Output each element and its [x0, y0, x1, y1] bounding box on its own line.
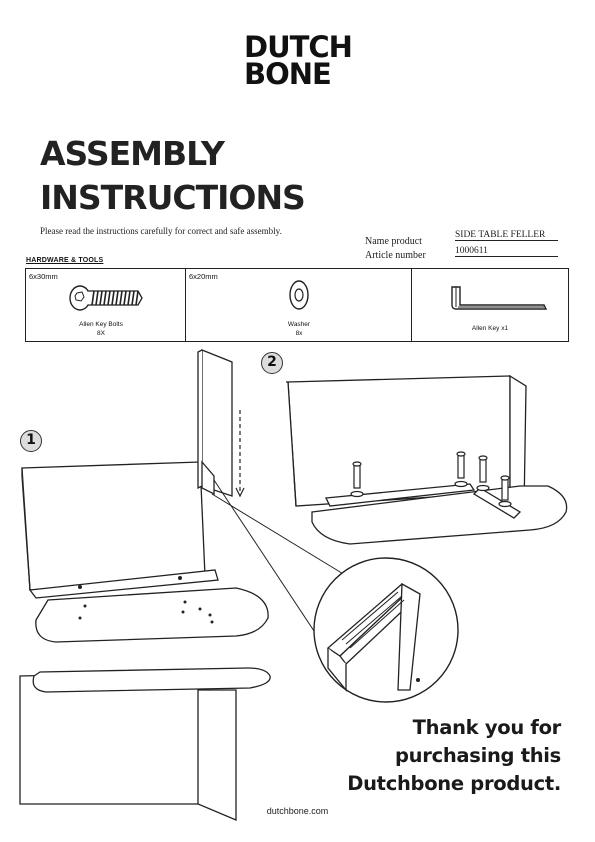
title-line1: ASSEMBLY	[40, 134, 225, 173]
bolt-name: Allen Key Bolts	[79, 321, 123, 328]
hardware-cell-washer: 6x20mm Washer 8x	[186, 269, 412, 341]
hardware-table: 6x30mm Allen Key Bolts 8X 6x20mm Washer …	[25, 268, 569, 342]
washer-size: 6x20mm	[189, 272, 218, 281]
allen-key-icon	[451, 286, 548, 310]
product-name-value: SIDE TABLE FELLER	[455, 230, 558, 241]
thank-you-message: Thank you for purchasing this Dutchbone …	[347, 714, 561, 798]
brand-logo: DUTCH BONE	[244, 30, 354, 91]
hardware-heading: HARDWARE & TOOLS	[26, 257, 104, 264]
hardware-cell-key: Allen Key x1	[412, 269, 568, 341]
washer-caption: Washer 8x	[186, 320, 412, 338]
intro-note: Please read the instructions carefully f…	[40, 226, 282, 236]
bolt-caption: Allen Key Bolts 8X	[26, 320, 176, 338]
allen-key-name: Allen Key x1	[471, 325, 509, 332]
bolt-qty: 8X	[97, 330, 105, 337]
bolt-icon	[69, 285, 143, 311]
washer-icon	[289, 280, 309, 310]
washer-qty: 8x	[295, 330, 303, 337]
article-number-label: Article number	[365, 250, 426, 261]
hardware-cell-bolts: 6x30mm Allen Key Bolts 8X	[26, 269, 186, 341]
website-link[interactable]: dutchbone.com	[266, 806, 329, 816]
article-number-value: 1000611	[455, 246, 558, 257]
step-2-badge: 2	[261, 352, 283, 374]
thanks-line1: Thank you for	[412, 716, 562, 739]
page-title: ASSEMBLY INSTRUCTIONS	[40, 132, 306, 220]
step-1-badge: 1	[20, 430, 42, 452]
thanks-line3: Dutchbone product.	[347, 772, 561, 795]
product-name-label: Name product	[365, 236, 422, 247]
allen-key-caption: Allen Key x1	[412, 324, 568, 333]
bolt-size: 6x30mm	[29, 272, 58, 281]
title-line2: INSTRUCTIONS	[40, 178, 306, 217]
thanks-line2: purchasing this	[395, 744, 561, 767]
logo-line2: BONE	[244, 57, 332, 91]
washer-name: Washer	[287, 321, 311, 328]
logo-line1: DUTCH	[244, 30, 353, 64]
